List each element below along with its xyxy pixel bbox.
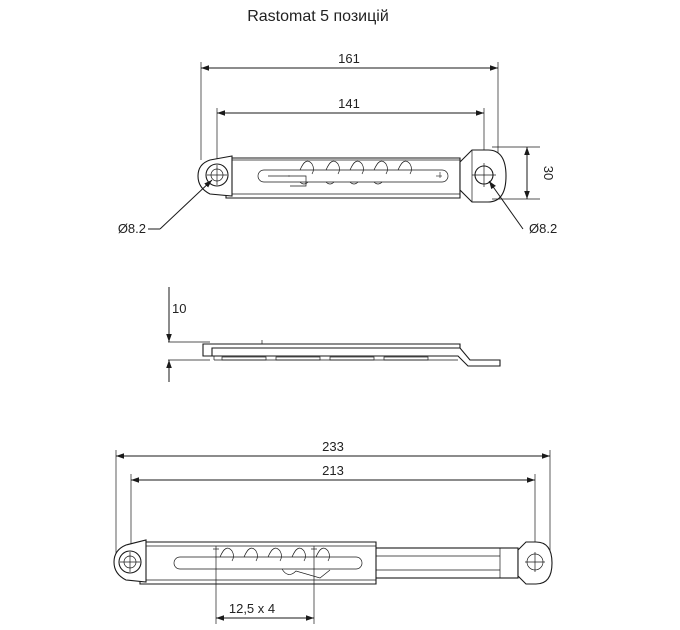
dimension-height: 30 bbox=[492, 146, 556, 200]
dim-label-step: 12,5 x 4 bbox=[229, 601, 275, 616]
dimension-hole-distance: 141 bbox=[217, 96, 484, 116]
dimension-extended-overall: 233 bbox=[116, 439, 550, 459]
dimension-extended-holes: 213 bbox=[131, 463, 535, 483]
side-view: 10 bbox=[166, 287, 501, 382]
dimension-overall-length: 161 bbox=[201, 51, 498, 71]
extended-view: 233 213 bbox=[113, 439, 553, 624]
label-hole-left: Ø8.2 bbox=[118, 221, 146, 236]
side-profile bbox=[202, 340, 501, 367]
dim-label-233: 233 bbox=[322, 439, 344, 454]
dim-label-161: 161 bbox=[338, 51, 360, 66]
extended-assembly bbox=[113, 539, 553, 585]
dim-label-141: 141 bbox=[338, 96, 360, 111]
right-pivot-hole bbox=[472, 163, 496, 187]
label-hole-right: Ø8.2 bbox=[529, 221, 557, 236]
dim-label-213: 213 bbox=[322, 463, 344, 478]
dim-label-30: 30 bbox=[541, 166, 556, 180]
leader-right-hole: Ø8.2 bbox=[488, 180, 557, 236]
top-view: 161 141 bbox=[118, 51, 557, 236]
dimension-step: 12,5 x 4 bbox=[215, 552, 315, 624]
top-plate bbox=[197, 149, 507, 203]
dim-label-10: 10 bbox=[172, 301, 186, 316]
drawing-title: Rastomat 5 позицій bbox=[247, 8, 389, 25]
leader-left-hole: Ø8.2 bbox=[118, 179, 213, 236]
